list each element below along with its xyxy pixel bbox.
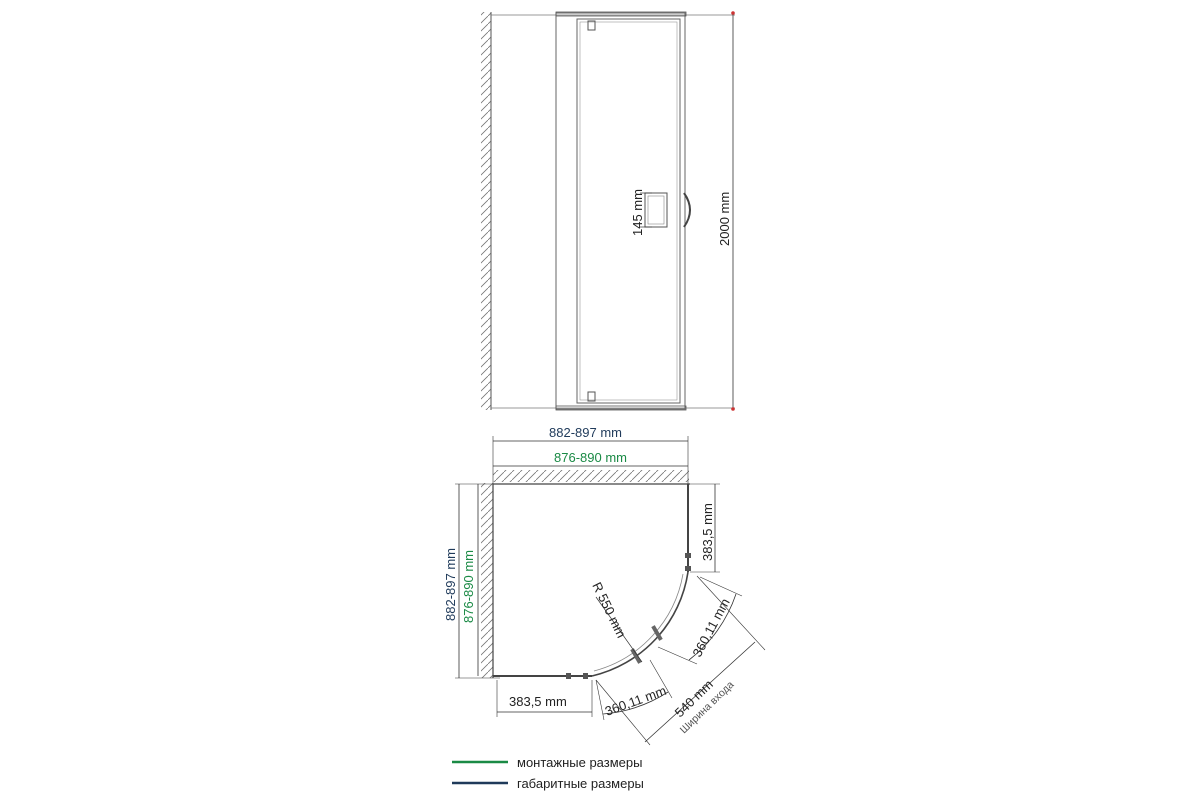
handle-height-label: 145 mm <box>630 189 645 236</box>
depth-overall-label: 882-897 mm <box>443 548 458 621</box>
door-panel-inner <box>579 21 678 401</box>
plan-view: 882-897 mm 876-890 mm 882-897 mm 876-890… <box>443 425 766 746</box>
door-frame <box>555 12 686 410</box>
top-clamp <box>555 11 687 17</box>
top-wall-hatch <box>493 470 689 482</box>
hinge-top-icon <box>587 20 596 31</box>
curved-door-inner <box>593 573 684 672</box>
legend-overall-label: габаритные размеры <box>517 776 644 791</box>
radius-label: R 550 mm <box>589 580 629 640</box>
front-view: 145 mm 2000 mm <box>481 11 735 411</box>
width-install-label: 876-890 mm <box>554 450 627 465</box>
curve-right-label: 360,11 mm <box>689 596 732 660</box>
total-height-label: 2000 mm <box>717 192 732 246</box>
curve-bottom-label: 360,11 mm <box>603 683 668 719</box>
left-wall-hatch <box>481 483 493 678</box>
entry-width-line <box>644 641 756 743</box>
curved-door <box>591 571 689 677</box>
handle-icon <box>683 192 691 228</box>
legend-install-label: монтажные размеры <box>517 755 642 770</box>
fixed-bottom-label: 383,5 mm <box>509 694 567 709</box>
handle-plate <box>644 192 668 228</box>
hinge-bottom-icon <box>587 391 596 402</box>
radius-line <box>595 596 643 663</box>
width-overall-label: 882-897 mm <box>549 425 622 440</box>
handle-right-icon <box>651 625 663 641</box>
legend: монтажные размеры габаритные размеры <box>452 755 644 791</box>
bottom-clamp <box>555 405 687 411</box>
depth-install-label: 876-890 mm <box>461 550 476 623</box>
fixed-right-label: 383,5 mm <box>700 503 715 561</box>
wall-hatch <box>481 12 491 410</box>
handle-left-icon <box>630 648 642 664</box>
door-panel <box>576 18 681 404</box>
handle-plate-inner <box>647 195 665 225</box>
